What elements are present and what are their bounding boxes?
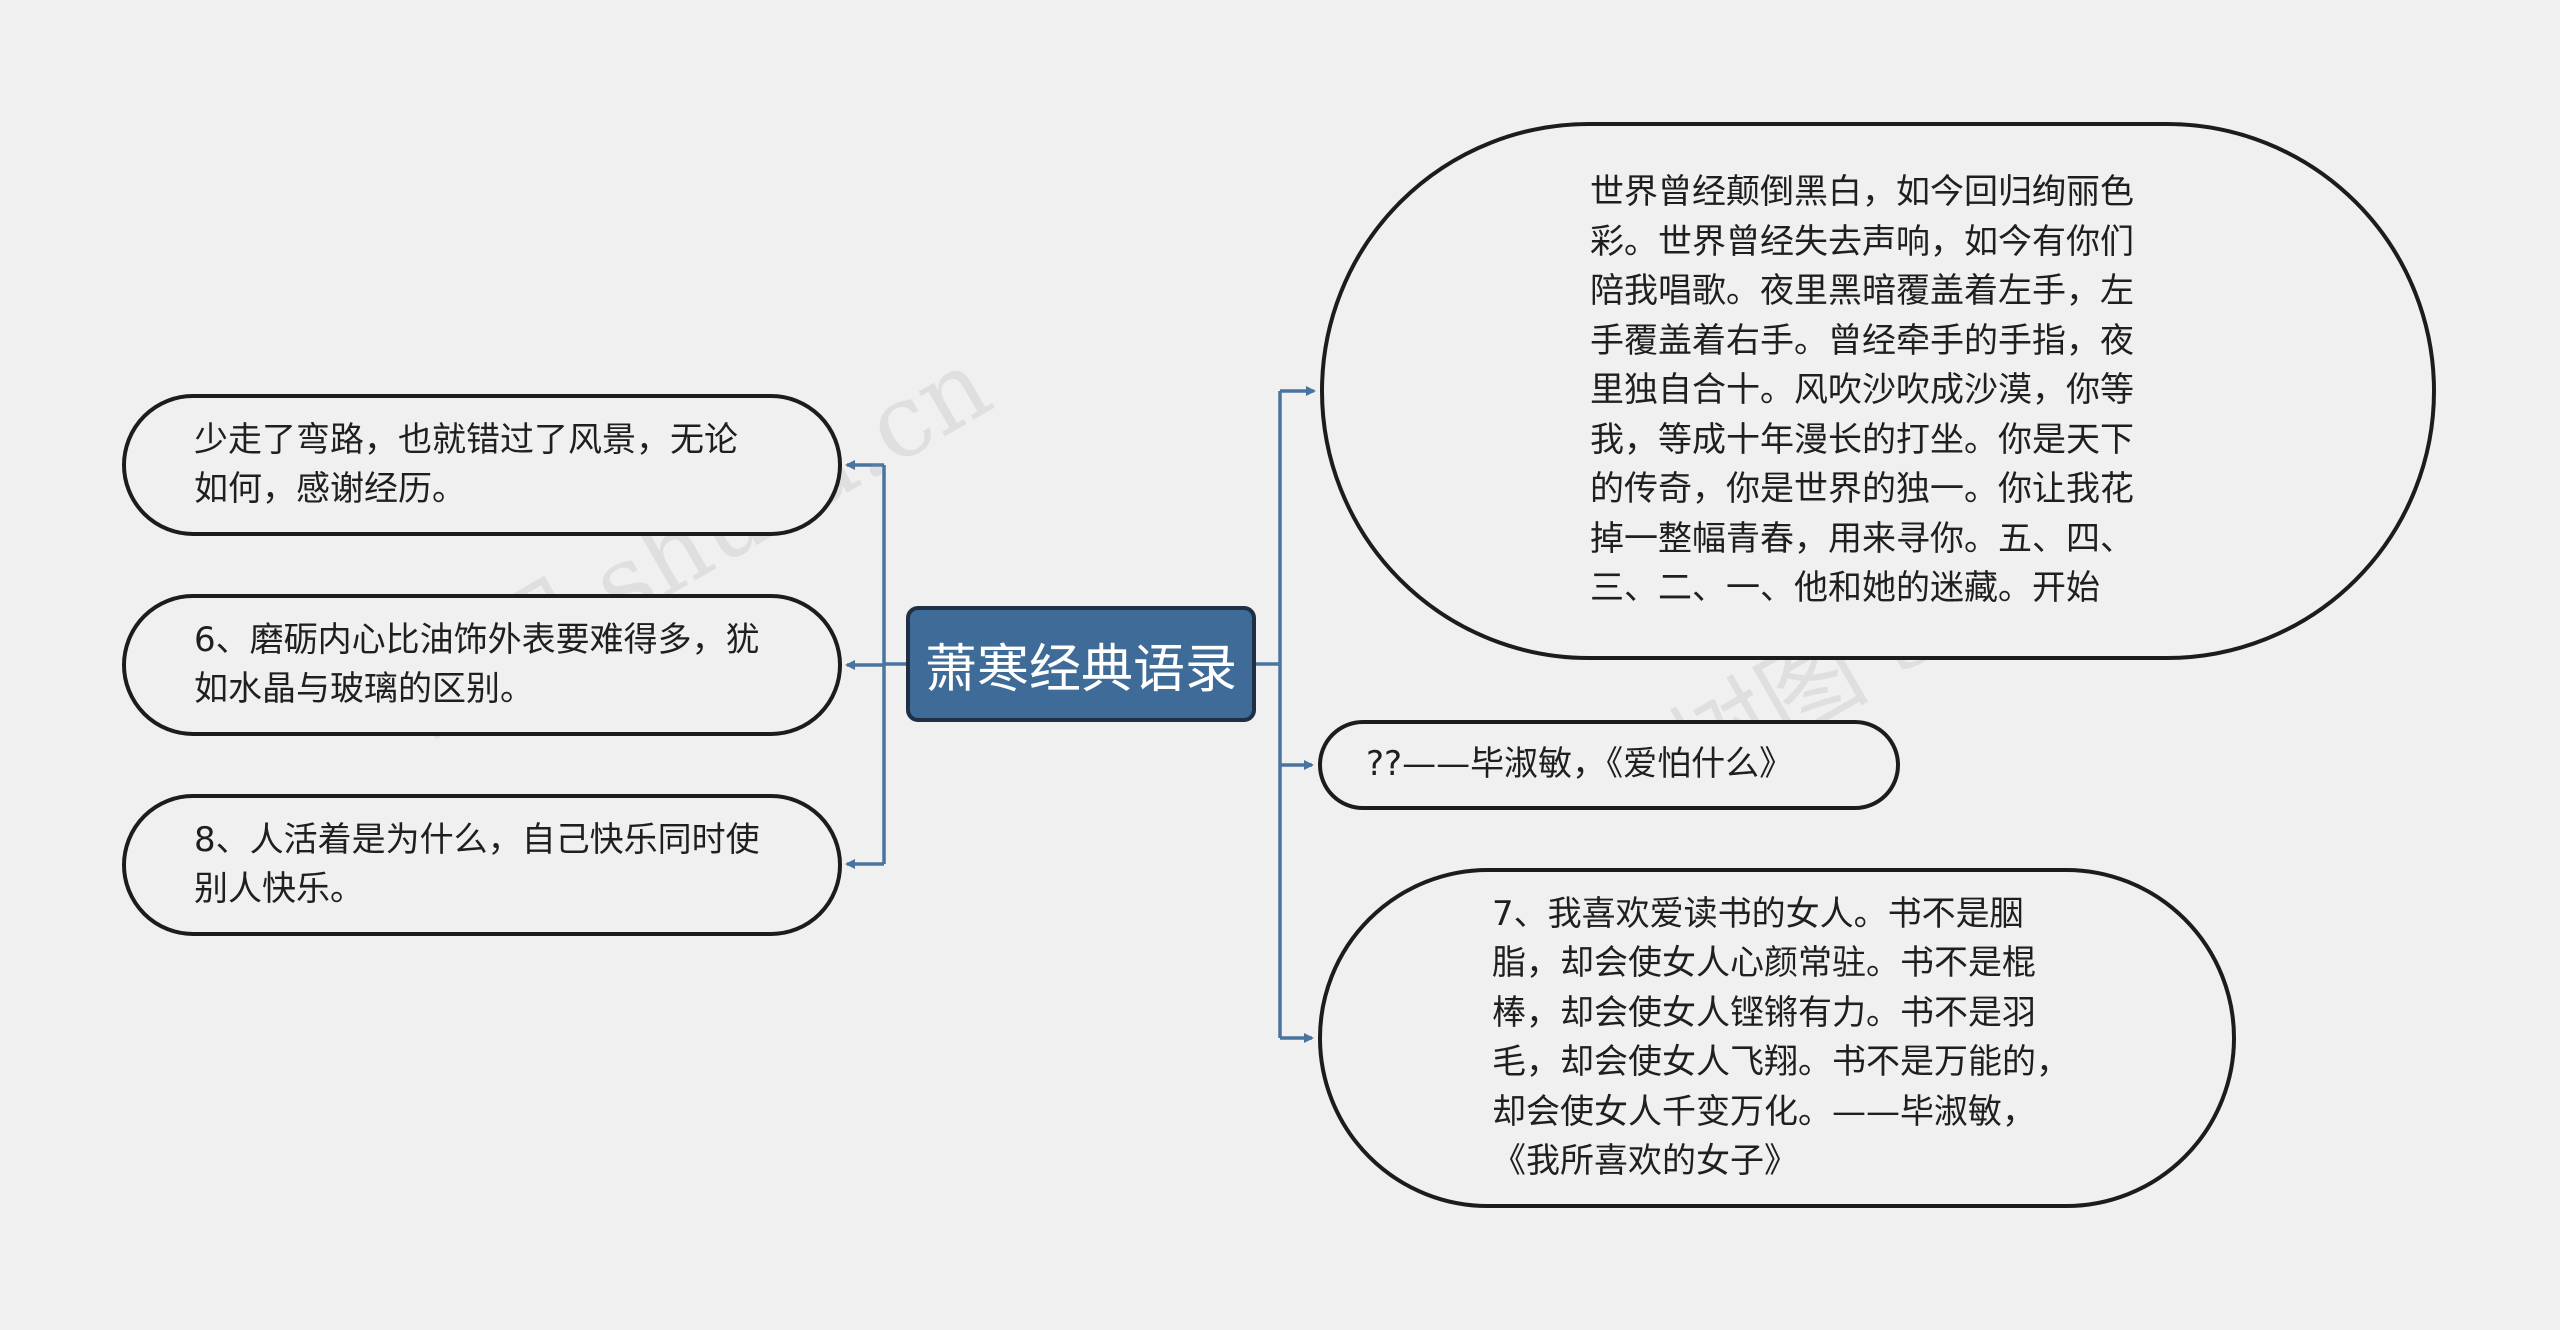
left-branch-text-1: 少走了弯路，也就错过了风景，无论如何，感谢经历。 xyxy=(194,419,738,510)
root-topic-label: 萧寒经典语录 xyxy=(924,639,1237,700)
left-branch-node-3[interactable]: 8、人活着是为什么，自己快乐同时使别人快乐。 xyxy=(122,794,842,936)
left-branch-node-1[interactable]: 少走了弯路，也就错过了风景，无论如何，感谢经历。 xyxy=(122,394,842,536)
right-branch-text-1: 世界曾经颠倒黑白，如今回归绚丽色彩。世界曾经失去声响，如今有你们陪我唱歌。夜里黑… xyxy=(1590,172,2134,609)
left-branch-text-2: 6、磨砺内心比油饰外表要难得多，犹如水晶与玻璃的区别。 xyxy=(194,619,760,710)
right-branch-text-2: ??——毕淑敏，《爱怕什么》 xyxy=(1366,744,1794,785)
left-branch-node-2[interactable]: 6、磨砺内心比油饰外表要难得多，犹如水晶与玻璃的区别。 xyxy=(122,594,842,736)
right-branch-text-3: 7、我喜欢爱读书的女人。书不是胭脂，却会使女人心颜常驻。书不是棍棒，却会使女人铿… xyxy=(1492,893,2070,1182)
right-branch-node-3[interactable]: 7、我喜欢爱读书的女人。书不是胭脂，却会使女人心颜常驻。书不是棍棒，却会使女人铿… xyxy=(1318,868,2236,1208)
root-topic-node[interactable]: 萧寒经典语录 xyxy=(906,606,1256,722)
right-branch-node-2[interactable]: ??——毕淑敏，《爱怕什么》 xyxy=(1318,720,1900,810)
right-branch-node-1[interactable]: 世界曾经颠倒黑白，如今回归绚丽色彩。世界曾经失去声响，如今有你们陪我唱歌。夜里黑… xyxy=(1320,122,2436,660)
left-branch-text-3: 8、人活着是为什么，自己快乐同时使别人快乐。 xyxy=(194,819,760,910)
